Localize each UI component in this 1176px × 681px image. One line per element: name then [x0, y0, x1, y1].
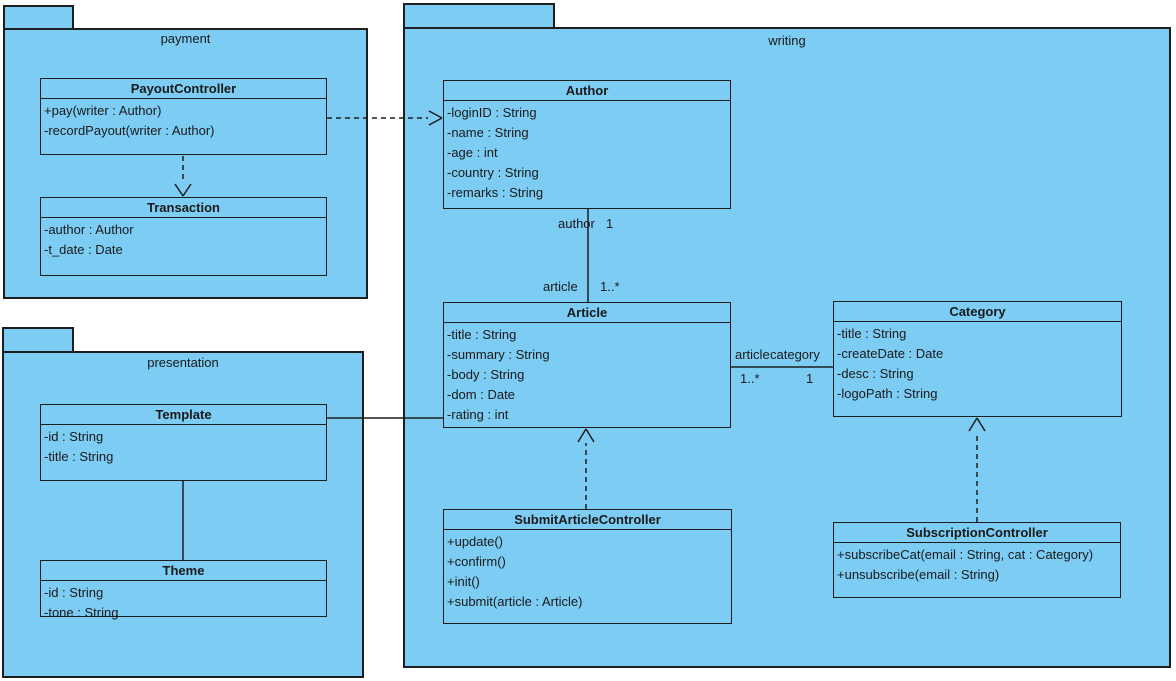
class-transaction-members: -author : Author -t_date : Date	[41, 218, 326, 260]
class-submitarticlecontroller: SubmitArticleController +update() +confi…	[443, 509, 732, 624]
class-payoutcontroller-members: +pay(writer : Author) -recordPayout(writ…	[41, 99, 326, 141]
class-article-members: -title : String -summary : String -body …	[444, 323, 730, 425]
dependency-payoutcontroller-author-arrowhead-icon	[428, 110, 443, 126]
member: -loginID : String	[447, 105, 537, 120]
class-template: Template -id : String -title : String	[40, 404, 327, 481]
association-role-article-2: article	[735, 347, 770, 362]
class-article: Article -title : String -summary : Strin…	[443, 302, 731, 428]
package-payment-label: payment	[160, 31, 211, 46]
class-transaction: Transaction -author : Author -t_date : D…	[40, 197, 327, 276]
class-subscriptioncontroller: SubscriptionController +subscribeCat(ema…	[833, 522, 1121, 598]
member: +confirm()	[447, 554, 506, 569]
dependency-submitarticlecontroller-article-arrowhead-icon	[577, 428, 595, 443]
member: -desc : String	[837, 366, 914, 381]
member: -summary : String	[447, 347, 550, 362]
class-payoutcontroller: PayoutController +pay(writer : Author) -…	[40, 78, 327, 155]
member: +submit(article : Article)	[447, 594, 583, 609]
dependency-payoutcontroller-transaction-arrowhead-icon	[174, 183, 192, 197]
member: -title : String	[447, 327, 517, 342]
member: -t_date : Date	[44, 242, 123, 257]
member: +subscribeCat(email : String, cat : Cate…	[837, 547, 1094, 562]
association-role-author: author	[558, 216, 595, 231]
association-role-category: category	[770, 347, 820, 362]
member: -createDate : Date	[837, 346, 944, 361]
member: -logoPath : String	[837, 386, 938, 401]
member: +pay(writer : Author)	[44, 103, 162, 118]
class-subscriptioncontroller-name: SubscriptionController	[834, 523, 1120, 543]
member: +update()	[447, 534, 504, 549]
class-author-name: Author	[444, 81, 730, 101]
class-payoutcontroller-name: PayoutController	[41, 79, 326, 99]
association-multiplicity-category: 1	[806, 371, 814, 386]
member: -id : String	[44, 429, 104, 444]
class-author: Author -loginID : String -name : String …	[443, 80, 731, 209]
package-writing-label: writing	[768, 33, 806, 48]
member: -id : String	[44, 585, 104, 600]
class-transaction-name: Transaction	[41, 198, 326, 218]
association-role-article: article	[543, 279, 578, 294]
package-writing-tab	[403, 3, 555, 28]
member: -tone : String	[44, 605, 119, 620]
package-payment-tab	[3, 5, 74, 29]
class-category-name: Category	[834, 302, 1121, 322]
member: -name : String	[447, 125, 529, 140]
class-category-members: -title : String -createDate : Date -desc…	[834, 322, 1121, 404]
association-multiplicity-author: 1	[606, 216, 614, 231]
member: -rating : int	[447, 407, 509, 422]
member: -country : String	[447, 165, 539, 180]
class-template-name: Template	[41, 405, 326, 425]
member: -author : Author	[44, 222, 134, 237]
member: +unsubscribe(email : String)	[837, 567, 1000, 582]
member: -body : String	[447, 367, 525, 382]
association-multiplicity-article: 1..*	[600, 279, 620, 294]
class-subscriptioncontroller-members: +subscribeCat(email : String, cat : Cate…	[834, 543, 1120, 585]
class-category: Category -title : String -createDate : D…	[833, 301, 1122, 417]
class-author-members: -loginID : String -name : String -age : …	[444, 101, 730, 203]
class-submitarticlecontroller-name: SubmitArticleController	[444, 510, 731, 530]
dependency-subscriptioncontroller-category-arrowhead-icon	[968, 417, 986, 432]
class-template-members: -id : String -title : String	[41, 425, 326, 467]
class-theme-name: Theme	[41, 561, 326, 581]
member: -title : String	[837, 326, 907, 341]
class-theme-members: -id : String -tone : String	[41, 581, 326, 623]
member: -recordPayout(writer : Author)	[44, 123, 215, 138]
package-presentation-tab	[2, 327, 74, 352]
member: -dom : Date	[447, 387, 515, 402]
class-article-name: Article	[444, 303, 730, 323]
class-submitarticlecontroller-members: +update() +confirm() +init() +submit(art…	[444, 530, 731, 612]
member: -title : String	[44, 449, 114, 464]
association-multiplicity-article-2: 1..*	[740, 371, 760, 386]
member: -remarks : String	[447, 185, 544, 200]
member: +init()	[447, 574, 480, 589]
member: -age : int	[447, 145, 498, 160]
class-theme: Theme -id : String -tone : String	[40, 560, 327, 620]
package-presentation-label: presentation	[147, 355, 219, 370]
